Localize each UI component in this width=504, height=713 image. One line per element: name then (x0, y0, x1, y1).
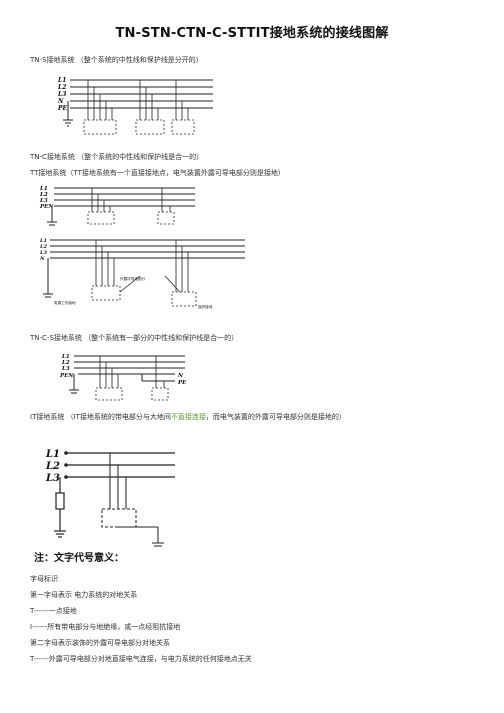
tns-label-n: N (57, 98, 64, 105)
tnc-label-l1: L1 (39, 186, 48, 192)
tt-label-l3: L3 (39, 250, 48, 256)
tncs-label-pen: PEN (59, 373, 74, 379)
note-heading: 注：文字代号意义： (34, 553, 124, 564)
tt-label-n: N (39, 256, 45, 262)
tt-diagram: L1 L2 L3 N 外露可导电部分 电源工作接地 保护接地 (39, 238, 245, 309)
tncs-label-pe: PE (177, 380, 187, 386)
legend-line-1: 字母标识 (30, 575, 58, 583)
legend-line-6: T------外露可导电部分对地直接电气连接，与电力系统的任何接地点无关 (30, 655, 252, 663)
tncs-diagram: L1 L2 L3 PEN N PE (59, 354, 187, 401)
it-caption-after: ，而电气装置的外露可导电部分则是接地的） (205, 413, 346, 421)
tt-note-protect: 保护接地 (198, 304, 213, 309)
tt-note-exposed: 外露可导电部分 (120, 276, 146, 281)
tnc-caption: TN-C接地系统 （整个系统的中性线和保护线是合一的） (30, 153, 204, 161)
tt-caption: TT接地系统（TT接地系统有一个直接接地点，电气装置外露可导电部分则是接地） (30, 169, 285, 177)
tns-label-l2: L2 (57, 84, 66, 91)
legend-line-3: T------一点接地 (30, 607, 77, 615)
tns-label-pe: PE (57, 105, 68, 112)
tns-label-l1: L1 (57, 77, 66, 84)
tt-label-l2: L2 (39, 244, 48, 250)
it-caption-highlight: 不直接连接 (170, 413, 206, 421)
tncs-label-l2: L2 (61, 360, 70, 366)
it-label-l3: L3 (45, 473, 60, 484)
it-caption-before: IT接地系统 （IT接地系统的带电部分与大地间 (30, 413, 171, 421)
it-caption: IT接地系统 （IT接地系统的带电部分与大地间不直接连接，而电气装置的外露可导电… (30, 413, 346, 422)
tt-note-source: 电源工作接地 (54, 300, 76, 305)
tnc-diagram: L1 L2 L3 PEN (39, 186, 195, 226)
tnc-label-l3: L3 (39, 198, 48, 204)
tncs-label-l1: L1 (61, 354, 70, 360)
tncs-label-l3: L3 (61, 366, 70, 372)
tns-caption: TN-S接地系统 （整个系统的中性线和保护线是分开的） (30, 56, 203, 64)
tnc-label-pen: PEN (39, 204, 54, 210)
it-label-l1: L1 (45, 449, 60, 460)
page-title: TN-STN-CTN-C-STTIT接地系统的接线图解 (115, 26, 389, 41)
tncs-label-n: N (177, 373, 184, 379)
legend-line-2: 第一字母表示 电力系统的对地关系 (30, 591, 138, 599)
tnc-label-l2: L2 (39, 192, 48, 198)
tns-diagram: L1 L2 L3 N PE (57, 77, 213, 135)
tns-label-l3: L3 (57, 91, 66, 98)
it-label-l2: L2 (45, 461, 60, 472)
it-diagram: L1 L2 L3 (45, 449, 175, 547)
tncs-caption: TN-C-S接地系统 （整个系统有一部分的中性线和保护线是合一的） (30, 334, 239, 342)
legend-line-4: I------所有带电部分与地绝缘，或一点经阻抗接地 (30, 623, 181, 631)
legend-line-5: 第二字母表示装饰的外露可导电部分对地关系 (30, 639, 170, 647)
tt-label-l1: L1 (39, 238, 47, 244)
